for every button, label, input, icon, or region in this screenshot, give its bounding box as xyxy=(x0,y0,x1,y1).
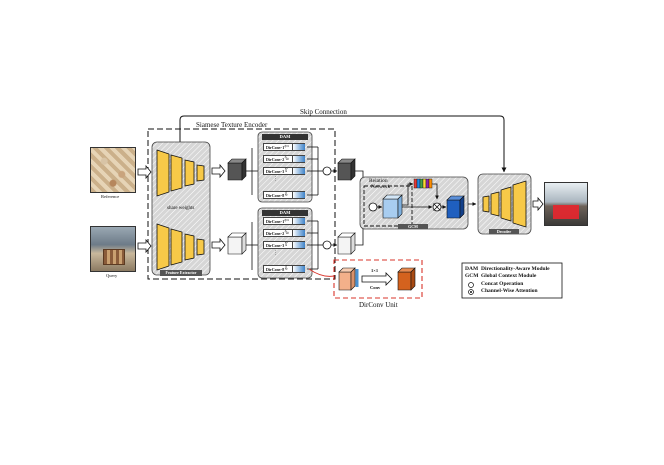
dirconv-unit-title: DirConv Unit xyxy=(359,301,398,309)
query-label: Query xyxy=(106,273,118,278)
encoder-label: Siamese Texture Encoder xyxy=(196,121,268,129)
arrow-diag-down-icon: ⬂ xyxy=(284,229,290,236)
extractor-out-top-arrow xyxy=(211,163,226,179)
dirconv-unit-connector xyxy=(308,268,335,277)
query-rug xyxy=(103,249,125,265)
gcm-output-cube xyxy=(446,195,465,219)
dirconv-chip xyxy=(292,156,305,162)
dam-title-bottom: DAM xyxy=(262,210,308,216)
dirconv-chip xyxy=(292,168,305,174)
feature-extractor-label: Feature Extractor xyxy=(160,270,202,276)
arrow-diag-up-icon: ⇧ xyxy=(284,241,290,248)
legend-box xyxy=(461,262,563,299)
light-feature-cube-bottom xyxy=(227,232,247,255)
dirconv-ellipsis-bottom: ⋮ xyxy=(273,251,278,256)
bottom-feature-maps xyxy=(156,223,205,271)
legend-gcm-desc: Global Context Module xyxy=(481,273,537,279)
relation-network-dashed xyxy=(363,185,413,227)
arrow-left-icon: ⇦ xyxy=(284,143,290,150)
legend-gcm-abbr: GCM xyxy=(465,273,479,279)
unit-kernel-label: 1×1 xyxy=(371,268,379,273)
top-feature-maps xyxy=(156,149,205,197)
extractor-out-bottom-arrow xyxy=(211,237,226,253)
dark-feature-cube-top xyxy=(227,158,247,181)
arrow-diag-down-icon: ⬂ xyxy=(284,155,290,162)
unit-conv-label: Conv xyxy=(370,285,381,290)
dark-feature-cube-post xyxy=(337,158,356,181)
dirconv-unit-box xyxy=(333,259,423,299)
legend-dam-abbr: DAM xyxy=(465,266,479,272)
relation-cube xyxy=(382,194,403,219)
unit-conv-arrow xyxy=(361,272,393,286)
legend-concat-desc: Concat Operation xyxy=(481,281,524,287)
unit-input-cube xyxy=(338,267,356,291)
concat-legend-icon xyxy=(468,282,474,288)
arrow-down-icon: ⇩ xyxy=(284,191,290,198)
channel-attention-bar xyxy=(413,178,433,189)
input-arrow-bottom xyxy=(137,238,152,254)
dirconv-chip xyxy=(292,230,305,236)
gcm-label: GCM xyxy=(398,224,428,229)
legend-attention-desc: Channel-Wise Attention xyxy=(481,288,538,294)
dirconv-chip xyxy=(292,242,305,248)
output-image xyxy=(544,182,588,226)
dirconv-chip xyxy=(292,192,305,198)
decoder-label: Decoder xyxy=(489,229,519,234)
reference-image xyxy=(90,147,136,193)
legend-dam-desc: Directionality-Aware Module xyxy=(481,266,550,272)
decoder-feature-maps xyxy=(482,180,527,228)
arrow-left-icon: ⇦ xyxy=(284,217,290,224)
arrow-diag-up-icon: ⇧ xyxy=(284,167,290,174)
relation-network-label-1: Relation xyxy=(369,178,388,184)
relation-network-label-2: Network xyxy=(371,184,391,190)
input-arrow-top xyxy=(137,164,152,180)
dirconv-chip xyxy=(292,218,305,224)
unit-output-cube xyxy=(397,267,416,291)
share-weights-label: share weights xyxy=(167,206,195,211)
reference-label: Reference xyxy=(101,194,120,199)
arrow-down-icon: ⇩ xyxy=(284,265,290,272)
dirconv-ellipsis-top: ⋮ xyxy=(273,177,278,182)
concat-op-top xyxy=(322,166,332,176)
dirconv-chip xyxy=(292,144,305,150)
skip-connection-arrow xyxy=(179,115,507,173)
decoder-out-arrow xyxy=(532,196,544,212)
encoder-dashed-box xyxy=(147,128,336,280)
gcm-concat-op xyxy=(368,202,378,212)
skip-connection-label: Skip Connection xyxy=(300,108,347,116)
concat-op-bottom xyxy=(322,240,332,250)
light-feature-cube-post xyxy=(337,232,356,255)
dam-title-top: DAM xyxy=(262,134,308,140)
output-mask xyxy=(553,205,579,219)
query-image xyxy=(90,226,136,272)
dirconv-chip xyxy=(292,266,305,272)
